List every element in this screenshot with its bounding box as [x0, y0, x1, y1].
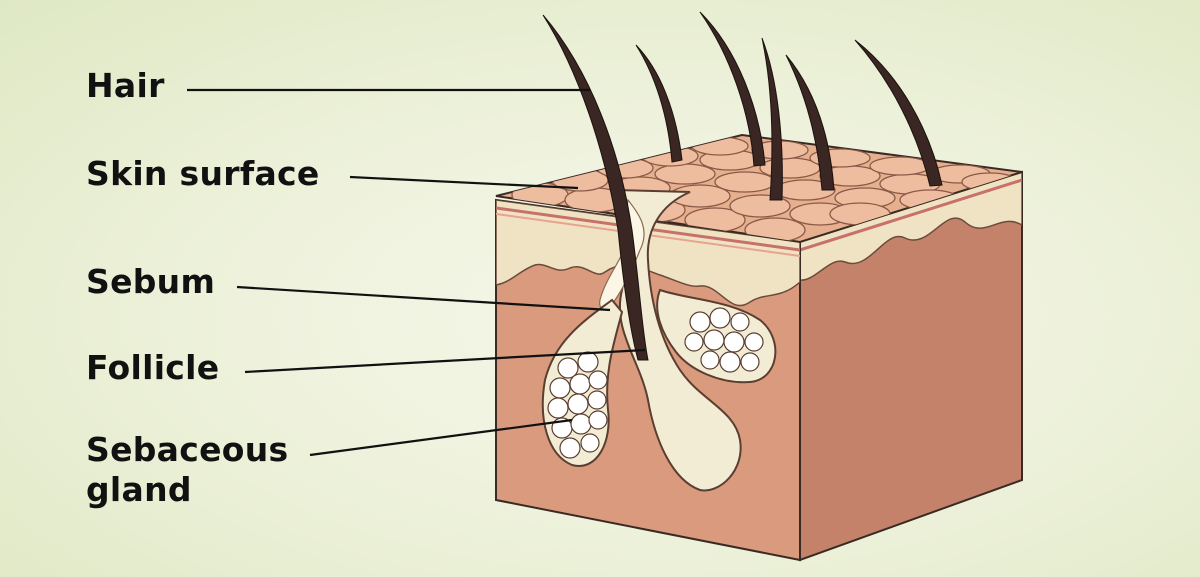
label-follicle: Follicle [86, 348, 220, 387]
sebaceous-gland-right [656, 288, 777, 384]
label-sebaceous-gland: Sebaceous gland [86, 430, 289, 510]
leader-lines [187, 88, 646, 457]
skin-block-side-face [799, 170, 1023, 562]
skin-surface-leader-line [349, 175, 579, 190]
sebaceous-gland-left [541, 298, 624, 467]
sebaceous-gland-leader-line [309, 418, 573, 457]
hair-strands [542, 11, 943, 361]
sebum-leader-line [236, 285, 611, 312]
follicle [613, 188, 742, 492]
label-sebaceous-gland-line1: Sebaceous [86, 430, 289, 469]
label-sebaceous-gland-line2: gland [86, 470, 192, 509]
label-hair: Hair [86, 66, 165, 105]
label-skin-surface: Skin surface [86, 154, 320, 193]
label-sebum: Sebum [86, 262, 216, 301]
follicle-leader-line [244, 348, 646, 374]
